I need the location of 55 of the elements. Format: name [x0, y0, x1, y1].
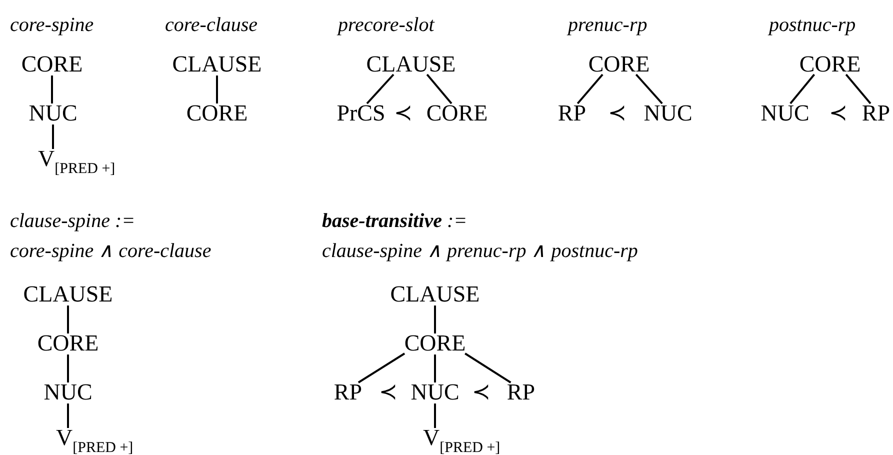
tree-node-label: NUC: [760, 102, 810, 124]
tree-node-label: CLAUSE: [390, 282, 480, 306]
definition-text: base-transitive :=: [322, 210, 468, 232]
tree-node-label: CORE: [426, 102, 488, 124]
tree-node-label: CORE: [799, 52, 861, 76]
definition-text: clause-spine :=: [10, 210, 136, 232]
tree-branch: [576, 74, 604, 104]
precedence-symbol: ≺: [472, 380, 490, 404]
tree-branch: [790, 74, 816, 104]
tree-node-label: RP: [558, 102, 586, 124]
tree-branch: [635, 74, 663, 104]
tree-node-label: CORE: [588, 52, 650, 76]
tree-branch: [67, 404, 69, 428]
precedence-symbol: ≺: [379, 380, 397, 404]
tree-branch: [845, 74, 872, 104]
tree-node-label: V$_{[PRED +]}$: [38, 147, 116, 177]
tree-node-label: CORE: [404, 332, 466, 354]
tree-node-label: CLAUSE: [172, 52, 262, 76]
tree-node-label: V$_{[PRED +]}$: [423, 426, 500, 455]
tree-node-label: RP: [506, 380, 536, 404]
tree-node-label: CORE: [21, 52, 83, 76]
tree-branch: [67, 306, 69, 334]
tree-branch: [358, 352, 406, 384]
tree-node-label: CORE: [186, 102, 248, 124]
tree-branch: [52, 124, 54, 149]
tree-node-label: RP: [862, 102, 890, 124]
tree-branch: [434, 404, 436, 428]
tree-node-label: CLAUSE: [23, 282, 113, 306]
tree-node-label: NUC: [28, 102, 78, 124]
tree-node-label: RP: [334, 380, 362, 404]
tree-title: postnuc-rp: [769, 14, 856, 36]
definition-text: core-spine ∧ core-clause: [10, 240, 212, 262]
tree-node-label: CORE: [37, 332, 99, 354]
tree-branch: [434, 306, 436, 334]
tree-node-label: NUC: [44, 380, 92, 404]
tree-node-label: PrCS: [336, 102, 386, 124]
tree-branch: [434, 354, 436, 382]
tree-branch: [426, 74, 452, 104]
precedence-symbol: ≺: [829, 100, 847, 126]
tree-title: core-clause: [165, 14, 258, 36]
tree-branch: [366, 74, 394, 104]
tree-branch: [67, 354, 69, 382]
tree-title: prenuc-rp: [568, 14, 648, 36]
definition-text: clause-spine ∧ prenuc-rp ∧ postnuc-rp: [322, 240, 638, 262]
tree-node-label: NUC: [410, 380, 460, 404]
precedence-symbol: ≺: [608, 100, 626, 126]
tree-node-label: V$_{[PRED +]}$: [56, 426, 134, 455]
tree-title: precore-slot: [338, 14, 434, 36]
tree-branch: [216, 76, 218, 104]
tree-node-label: NUC: [644, 102, 692, 124]
precedence-symbol: ≺: [394, 100, 412, 126]
tree-title: core-spine: [10, 14, 94, 36]
tree-branch: [464, 352, 512, 384]
tree-branch: [51, 76, 53, 104]
tree-node-label: CLAUSE: [366, 52, 456, 76]
